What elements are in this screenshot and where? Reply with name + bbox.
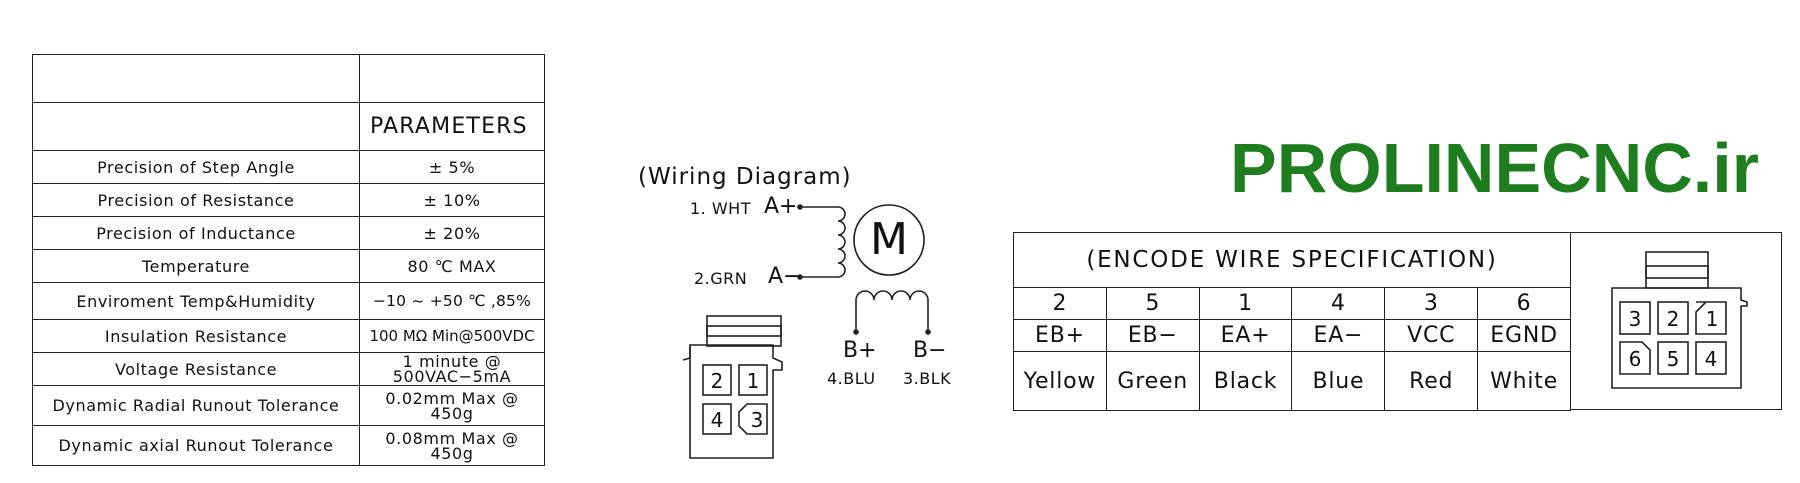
param-value: 0.08mm Max @ 450g <box>359 425 545 466</box>
encoder-pin-number: 2 <box>1013 287 1107 320</box>
encoder-pin-number: 1 <box>1198 287 1293 320</box>
encoder-connector-pin: 6 <box>1629 347 1642 371</box>
param-value: ± 5% <box>359 150 545 184</box>
connector-pin: 3 <box>751 408 764 432</box>
encoder-pin-number: 4 <box>1291 287 1386 320</box>
param-value: 80 ℃ MAX <box>359 249 545 283</box>
motor-connector-icon <box>682 315 783 459</box>
encoder-pin-number: 5 <box>1105 287 1200 320</box>
param-label: Insulation Resistance <box>32 319 360 353</box>
param-label: Dynamic Radial Runout Tolerance <box>32 385 360 426</box>
connector-pin: 1 <box>747 369 760 393</box>
param-label: Dynamic axial Runout Tolerance <box>32 425 360 466</box>
param-label: Temperature <box>32 249 360 283</box>
param-label: Precision of Step Angle <box>32 150 360 184</box>
a-minus-label: A− <box>768 264 802 289</box>
encoder-spec-table: (ENCODE WIRE SPECIFICATION) 2 5 1 4 3 6 … <box>1013 232 1571 411</box>
encoder-signal: EGND <box>1477 319 1571 352</box>
encoder-connector-pin: 4 <box>1705 347 1718 371</box>
encoder-pin-number: 6 <box>1477 287 1571 320</box>
a-plus-label: A+ <box>764 194 798 219</box>
encoder-signal: EA− <box>1291 319 1386 352</box>
encoder-wire-color: Green <box>1105 351 1200 411</box>
b-plus-label: B+ <box>843 338 877 363</box>
encoder-connector-pin: 5 <box>1667 347 1680 371</box>
b-plus-wire-label: 4.BLU <box>827 369 876 388</box>
encoder-connector-box <box>1571 232 1782 410</box>
encoder-signal: EB− <box>1105 319 1200 352</box>
param-value: −10 ~ +50 ℃ ,85% <box>359 282 545 320</box>
encoder-connector-pin: 1 <box>1706 307 1719 331</box>
b-minus-wire-label: 3.BLK <box>903 369 952 388</box>
encoder-connector-pin: 3 <box>1629 307 1642 331</box>
encoder-connector-icon <box>1611 251 1748 389</box>
connector-pin: 2 <box>711 369 724 393</box>
param-value: ± 20% <box>359 216 545 250</box>
param-value: 0.02mm Max @ 450g <box>359 385 545 426</box>
param-value: 100 MΩ Min@500VDC <box>359 319 545 353</box>
motor-circle <box>853 204 925 276</box>
param-label: Precision of Inductance <box>32 216 360 250</box>
encoder-signal: VCC <box>1384 319 1479 352</box>
encoder-wire-color: White <box>1477 351 1571 411</box>
parameters-table: PARAMETERS Precision of Step Angle± 5% P… <box>32 54 545 466</box>
encoder-connector-pin: 2 <box>1667 307 1680 331</box>
encoder-wire-color: Black <box>1198 351 1293 411</box>
a-plus-wire-label: 1. WHT <box>690 199 751 218</box>
connector-pin: 4 <box>711 408 724 432</box>
encoder-signal: EA+ <box>1198 319 1293 352</box>
encoder-table-title: (ENCODE WIRE SPECIFICATION) <box>1013 232 1571 288</box>
table-blank-cell <box>32 102 360 151</box>
coil-a <box>797 204 846 280</box>
encoder-wire-color: Red <box>1384 351 1479 411</box>
param-label: Precision of Resistance <box>32 183 360 217</box>
param-value: 1 minute @ 500VAC−5mA <box>359 352 545 386</box>
a-minus-wire-label: 2.GRN <box>694 269 748 288</box>
brand-logo-text: PROLINECNC.ir <box>1230 129 1759 207</box>
wiring-diagram-title: (Wiring Diagram) <box>638 164 852 190</box>
motor-label: M <box>870 214 908 265</box>
param-label: Enviroment Temp&Humidity <box>32 282 360 320</box>
coil-b <box>853 290 931 335</box>
b-minus-label: B− <box>913 338 947 363</box>
encoder-wire-color: Yellow <box>1013 351 1107 411</box>
encoder-pin-number: 3 <box>1384 287 1479 320</box>
encoder-signal: EB+ <box>1013 319 1107 352</box>
encoder-wire-color: Blue <box>1291 351 1386 411</box>
